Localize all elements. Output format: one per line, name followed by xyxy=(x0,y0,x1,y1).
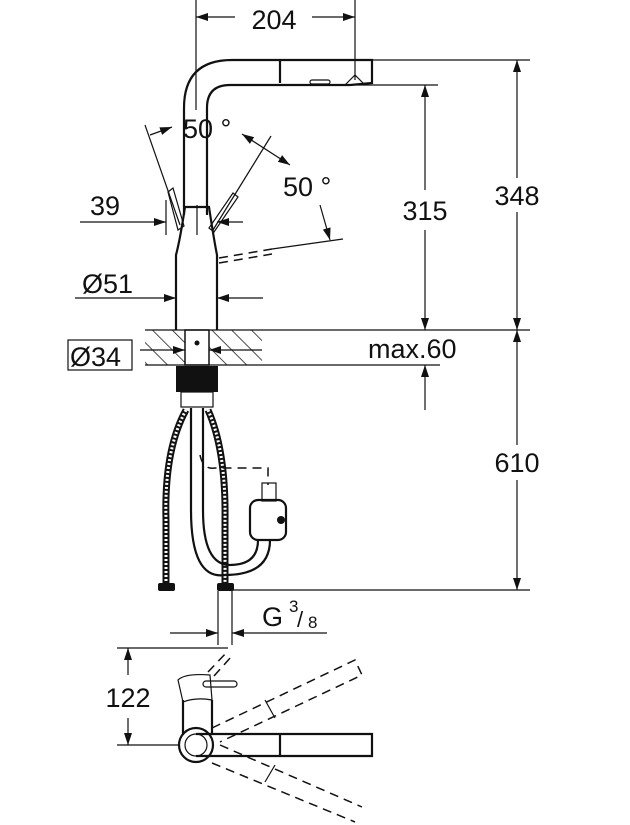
top-view: 122 xyxy=(105,647,374,823)
height-dims: 315 348 610 xyxy=(232,59,540,591)
faucet-body xyxy=(167,186,273,330)
lever-angle-dims: 50 ° 50 ° xyxy=(144,114,344,250)
angle-right-label: 50 ° xyxy=(283,172,331,202)
dim-610-label: 610 xyxy=(494,448,539,478)
thread-dimension: G 3 / 8 xyxy=(170,591,327,645)
max-60-label: max.60 xyxy=(368,334,457,364)
dim-d51-label: Ø51 xyxy=(82,269,133,299)
dim-348-label: 348 xyxy=(494,181,539,211)
thread-g-label: G xyxy=(262,602,283,632)
thread-denominator: 8 xyxy=(308,613,317,632)
countertop: Ø34 max.60 xyxy=(67,329,530,410)
thread-slash: / xyxy=(297,607,304,632)
thread-numerator: 3 xyxy=(289,597,298,616)
supply-hoses xyxy=(158,366,288,591)
dim-122-label: 122 xyxy=(105,683,150,713)
dim-204-label: 204 xyxy=(251,5,296,35)
dimension-204: 204 xyxy=(195,0,356,110)
dimension-39: 39 xyxy=(80,191,243,235)
angle-left-label: 50 ° xyxy=(183,114,231,144)
dim-39-label: 39 xyxy=(90,191,120,221)
dim-d34-label: Ø34 xyxy=(70,342,121,372)
dim-315-label: 315 xyxy=(402,196,447,226)
dimension-d51: Ø51 xyxy=(75,269,263,302)
